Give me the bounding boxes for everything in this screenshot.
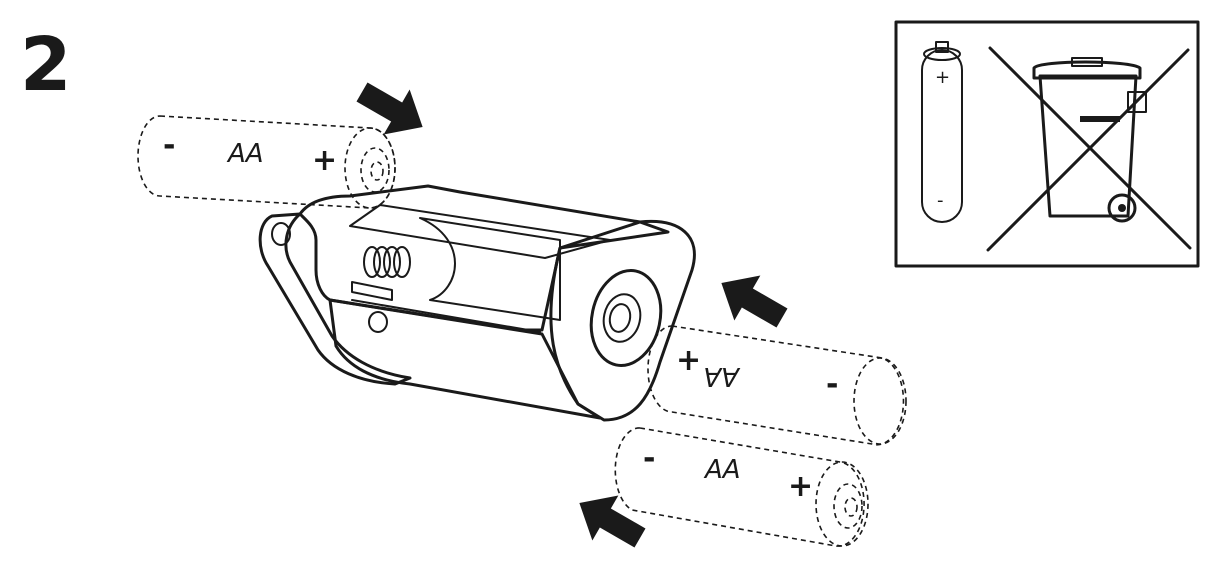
terminal-outer-ring [589, 269, 663, 367]
arrow-icon [356, 82, 423, 135]
notice-frame [894, 20, 1200, 268]
battery-terminal-tip [370, 161, 384, 181]
battery-end [344, 127, 396, 209]
battery-terminal [833, 483, 863, 529]
battery-type-label: AA [703, 455, 741, 485]
holder-front-cap [549, 219, 696, 422]
battery-terminal [360, 147, 390, 193]
battery-disposal-notice: + - [894, 20, 1200, 268]
battery-plus-label: + [935, 67, 950, 88]
battery-icon: + - [921, 41, 963, 223]
battery-outline [614, 427, 865, 547]
battery-middle: + AA - [647, 325, 907, 446]
battery-holder-device [258, 184, 696, 422]
step-number: 2 [20, 22, 72, 108]
spring-icon [351, 246, 411, 301]
plus-label: + [788, 469, 813, 504]
battery-bottom: - AA + [614, 427, 869, 547]
minus-label: - [163, 128, 175, 163]
battery-outline [647, 325, 905, 446]
holder-seam-line [351, 299, 541, 333]
plus-label: + [312, 143, 337, 178]
crossed-out-wheelie-bin-icon [986, 46, 1192, 252]
screw-icon [368, 311, 388, 333]
battery-minus-label: - [937, 190, 944, 211]
holder-back-plate [258, 212, 412, 386]
terminal-center [608, 303, 632, 333]
screw-icon [271, 222, 291, 246]
battery-top: - AA + [137, 115, 396, 209]
minus-label: - [643, 441, 655, 476]
battery-end [853, 357, 907, 445]
terminal-contact [602, 293, 642, 343]
battery-end [815, 461, 869, 547]
battery-type-label: AA [703, 361, 741, 391]
arrow-icon [579, 495, 646, 548]
battery-terminal-tip [844, 497, 858, 517]
holder-shell [298, 184, 670, 332]
minus-label: - [826, 367, 838, 402]
arrow-icon [721, 275, 788, 328]
battery-type-label: AA [226, 139, 264, 169]
battery-tube [419, 217, 561, 321]
battery-slot-top [349, 204, 611, 259]
plus-label: + [676, 343, 701, 378]
